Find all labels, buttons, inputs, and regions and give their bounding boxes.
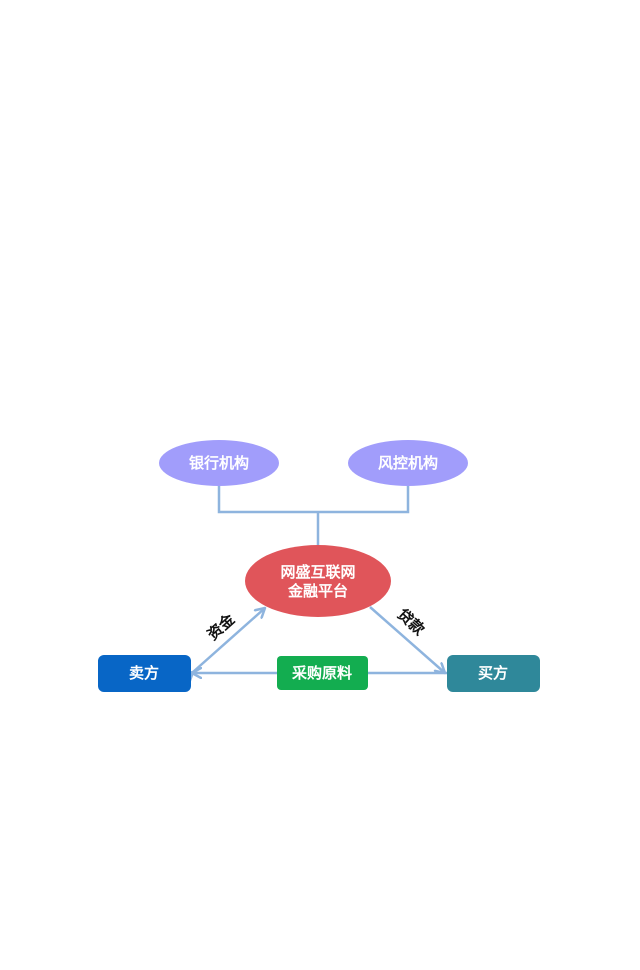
- flow-arrows: [192, 606, 447, 673]
- bank-ellipse: [159, 440, 279, 486]
- platform-ellipse: [245, 545, 391, 617]
- arrow-funds: [193, 608, 265, 672]
- funds-label: 资金: [204, 610, 239, 644]
- node-purchase: 采购原料: [277, 656, 368, 690]
- platform-label-line2: 金融平台: [287, 582, 348, 600]
- seller-label: 卖方: [129, 664, 159, 682]
- node-platform: 网盛互联网 金融平台: [245, 545, 391, 617]
- risk-label: 风控机构: [378, 454, 438, 472]
- buyer-box: [447, 655, 540, 692]
- connector-risk-branch: [318, 486, 410, 514]
- node-risk-control: 风控机构: [348, 440, 468, 486]
- arrow-loan: [369, 606, 445, 673]
- seller-box: [98, 655, 191, 692]
- purchase-label: 采购原料: [291, 664, 352, 682]
- buyer-label: 买方: [478, 664, 508, 682]
- platform-label-line1: 网盛互联网: [280, 563, 355, 581]
- loan-label: 贷款: [394, 605, 429, 639]
- node-bank: 银行机构: [159, 440, 279, 486]
- connector-bank-branch: [217, 486, 318, 514]
- risk-ellipse: [348, 440, 468, 486]
- purchase-box: [277, 656, 368, 690]
- node-buyer: 买方: [447, 655, 540, 692]
- bank-label: 银行机构: [189, 454, 249, 472]
- node-seller: 卖方: [98, 655, 191, 692]
- institution-connector: [217, 486, 410, 546]
